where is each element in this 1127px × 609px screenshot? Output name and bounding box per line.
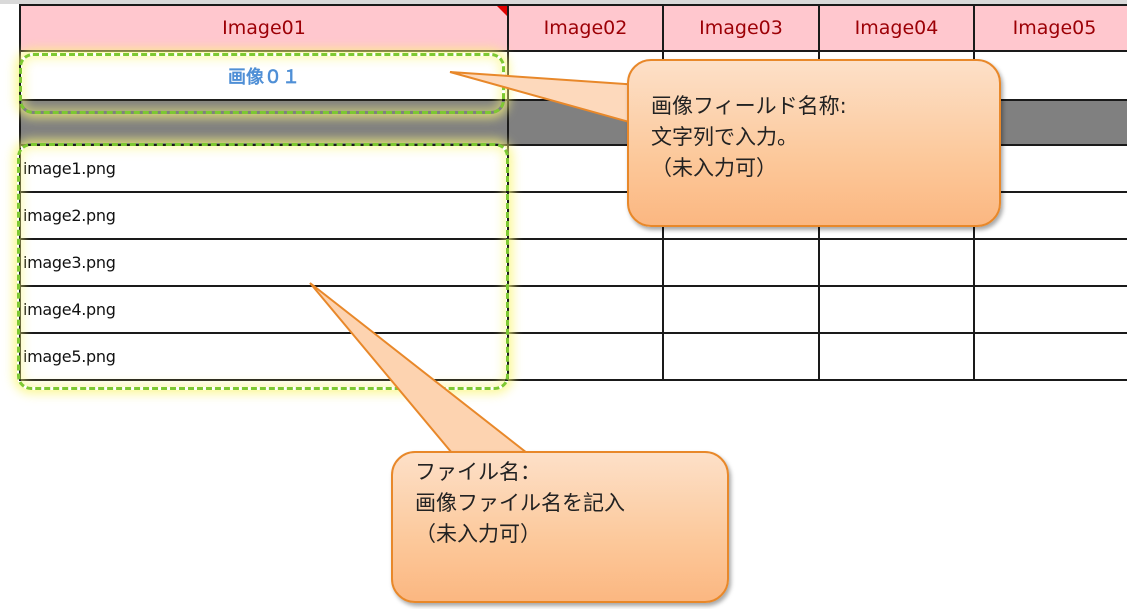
file-cell[interactable]: image3.png [19, 238, 509, 287]
file-cell[interactable]: image5.png [19, 332, 509, 381]
comment-indicator-icon[interactable] [497, 7, 506, 16]
empty-cell[interactable] [973, 191, 1127, 240]
file-cell[interactable]: image2.png [19, 191, 509, 240]
file-cell[interactable]: image1.png [19, 144, 509, 193]
field-name-callout: 画像フィールド名称: 文字列で入力。 （未入力可） [627, 59, 1001, 227]
callout-line: 文字列で入力。 [651, 125, 798, 149]
header-cell-image04[interactable]: Image04 [818, 4, 975, 52]
empty-cell[interactable] [973, 332, 1127, 381]
file-name-callout: ファイル名： 画像ファイル名を記入 （未入力可） [391, 451, 729, 603]
header-cell-image01[interactable]: Image01 [19, 4, 509, 52]
header-row: Image01 Image02 Image03 Image04 Image05 [19, 4, 1127, 52]
field-name-cell[interactable]: 画像０１ [19, 50, 509, 101]
empty-cell[interactable] [818, 238, 975, 287]
empty-cell[interactable] [973, 238, 1127, 287]
empty-cell[interactable] [662, 285, 820, 334]
callout-line: 画像ファイル名を記入 [415, 491, 625, 515]
header-cell-image05[interactable]: Image05 [973, 4, 1127, 52]
empty-cell[interactable] [973, 285, 1127, 334]
file-cell[interactable]: image4.png [19, 285, 509, 334]
empty-cell[interactable] [507, 285, 664, 334]
file-row: image3.png [19, 238, 1127, 287]
empty-cell[interactable] [507, 332, 664, 381]
callout-line: （未入力可） [415, 522, 541, 546]
callout-line: （未入力可） [651, 156, 777, 180]
empty-cell[interactable] [507, 238, 664, 287]
empty-cell[interactable] [818, 332, 975, 381]
empty-cell[interactable] [818, 285, 975, 334]
file-row: image5.png [19, 332, 1127, 381]
callout-line: 画像フィールド名称: [651, 94, 847, 118]
empty-cell[interactable] [662, 238, 820, 287]
header-cell-image03[interactable]: Image03 [662, 4, 820, 52]
gray-cell[interactable] [19, 99, 509, 146]
header-label: Image01 [222, 17, 306, 39]
empty-cell[interactable] [662, 332, 820, 381]
callout-line: ファイル名： [415, 460, 541, 484]
sheet-top-edge [0, 0, 1127, 4]
file-row: image4.png [19, 285, 1127, 334]
header-cell-image02[interactable]: Image02 [507, 4, 664, 52]
